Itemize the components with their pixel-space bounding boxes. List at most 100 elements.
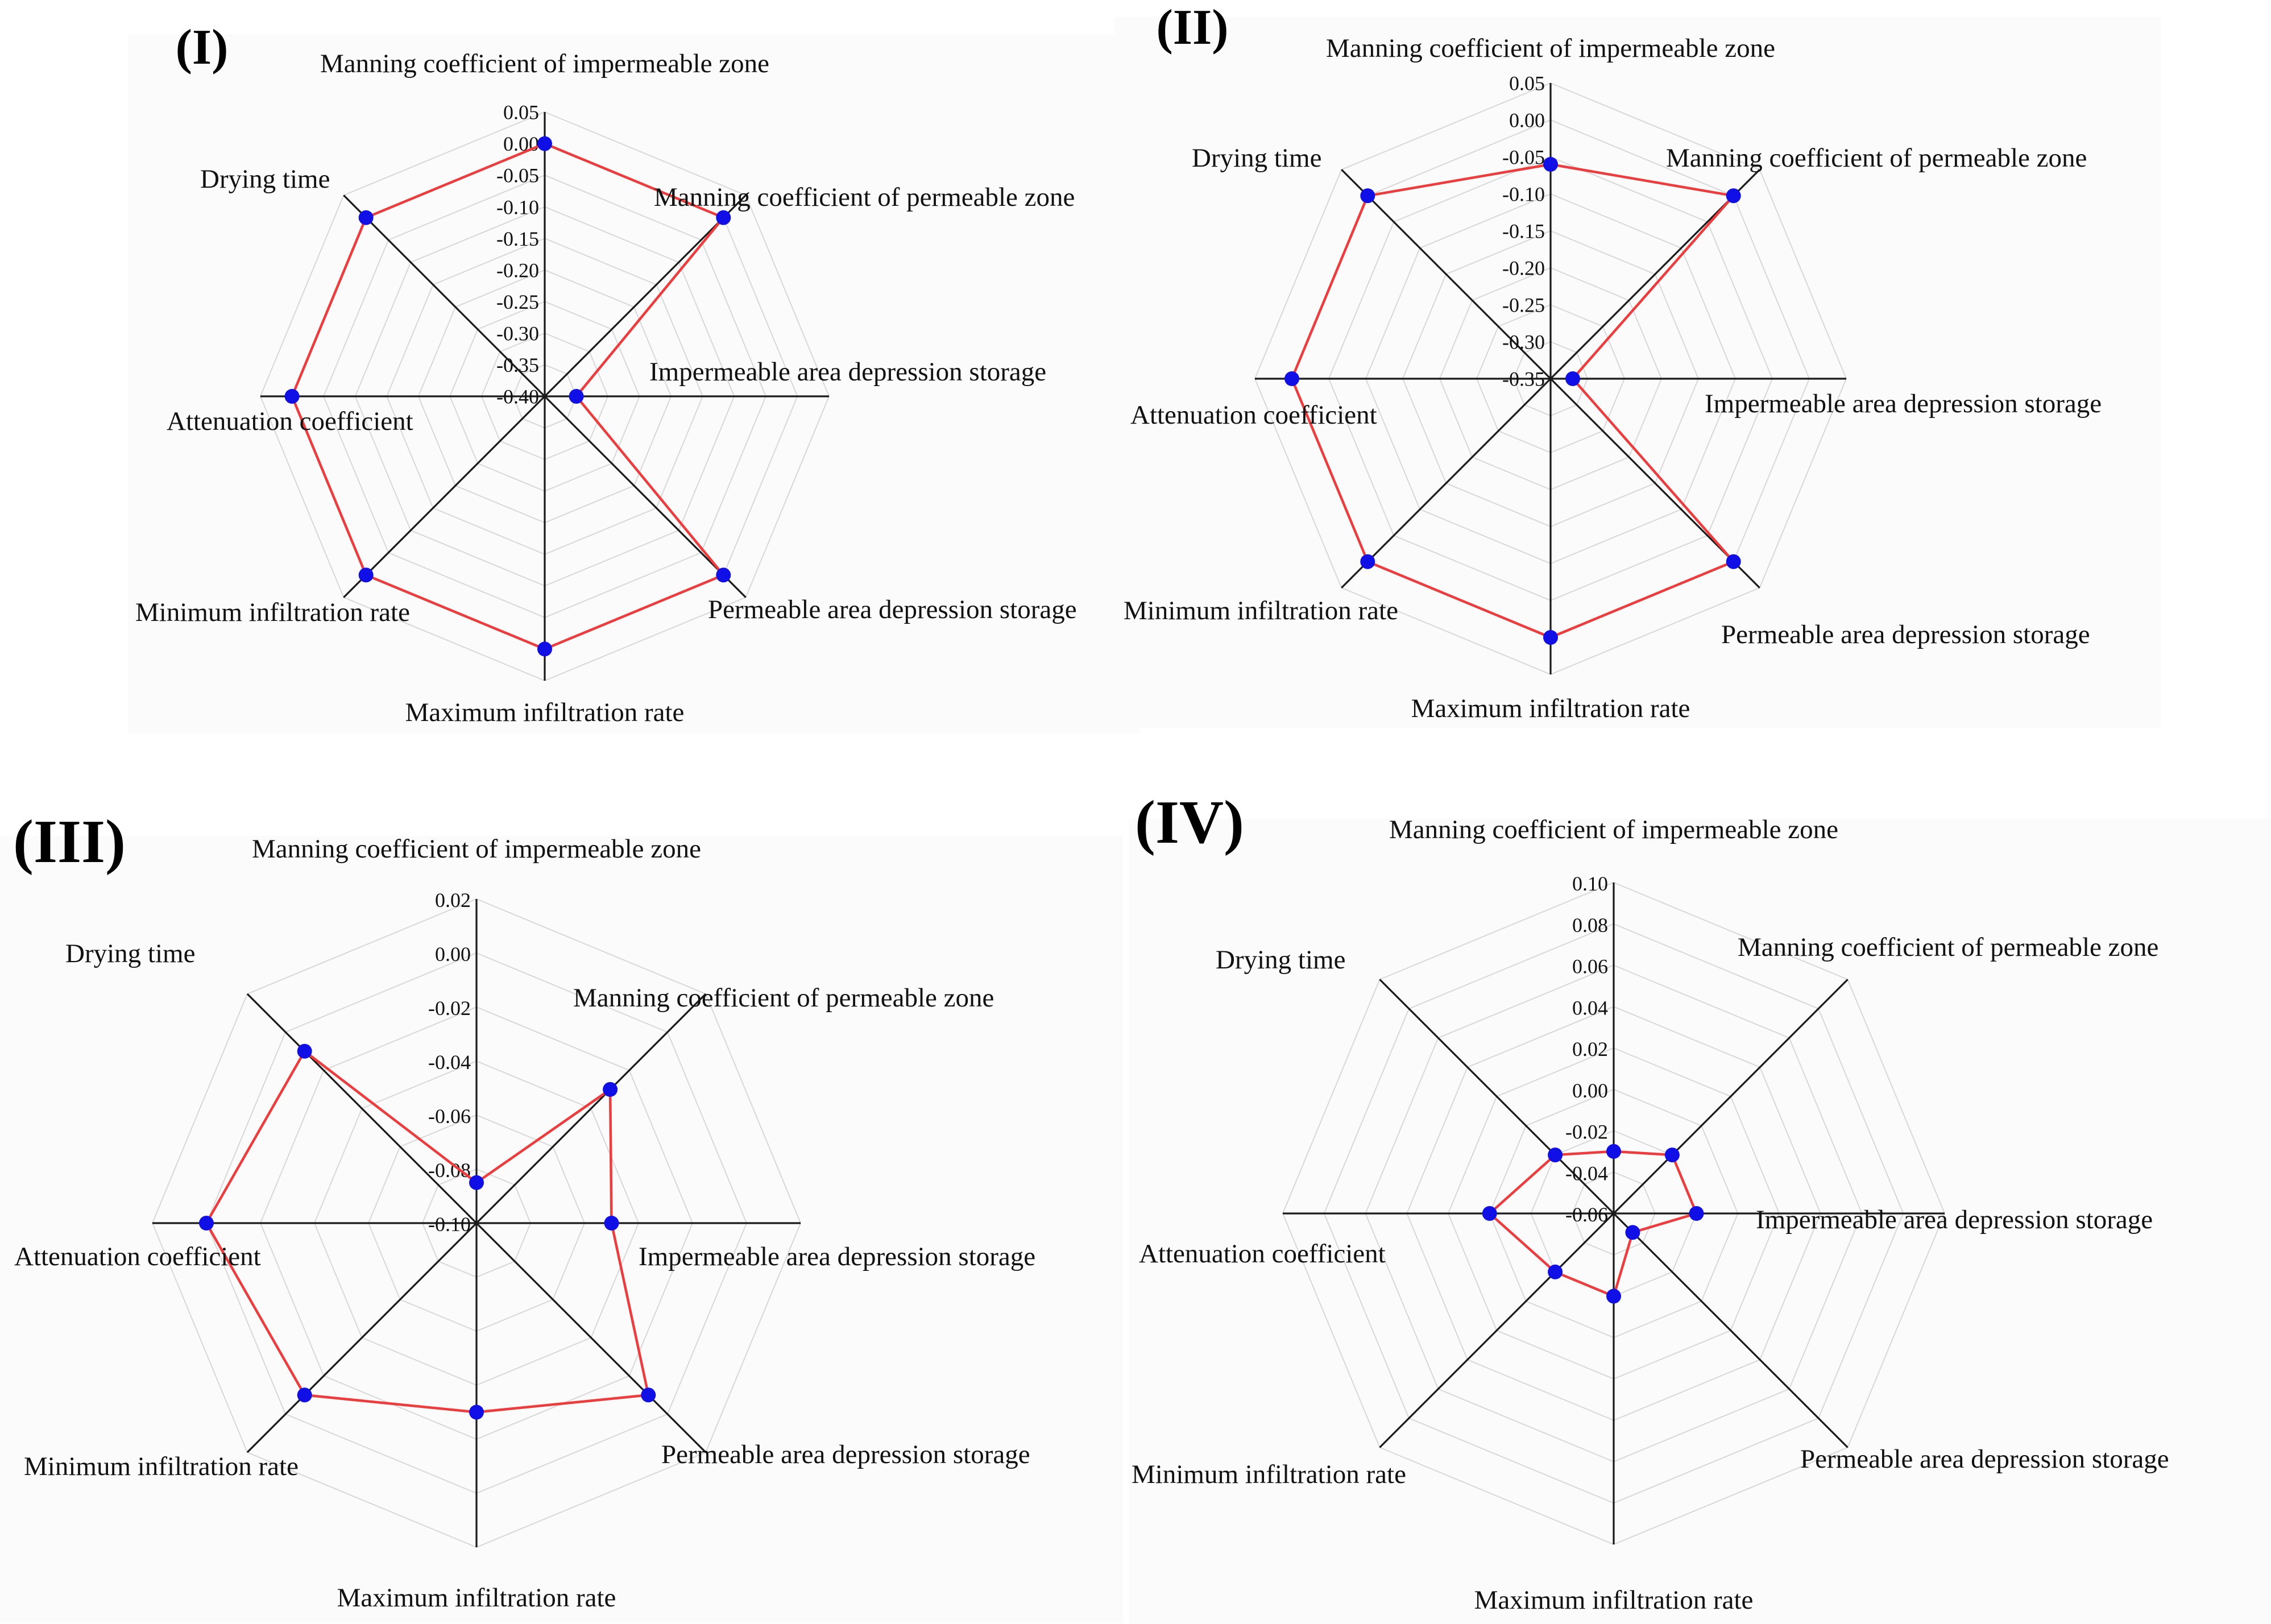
axis-label: Manning coefficient of permeable zone (1666, 143, 2087, 173)
tick-label: -0.15 (1502, 220, 1545, 243)
axis-spoke (1341, 378, 1552, 589)
tick-label: 0.00 (1509, 109, 1545, 132)
tick-label: -0.02 (1565, 1121, 1608, 1144)
data-point (1689, 1206, 1704, 1221)
data-point (604, 1216, 619, 1231)
axis-label: Manning coefficient of permeable zone (654, 183, 1075, 212)
panel-tag: (I) (176, 20, 229, 75)
axis-label: Attenuation coefficient (167, 407, 413, 436)
tick-label: 0.02 (435, 889, 471, 912)
axis-label: Manning coefficient of impermeable zone (1326, 34, 1775, 63)
tick-label: 0.06 (1572, 955, 1608, 978)
tick-label: 0.02 (1572, 1038, 1608, 1060)
axis-label: Attenuation coefficient (14, 1242, 261, 1271)
data-point (1664, 1147, 1680, 1163)
tick-label: 0.00 (435, 943, 471, 966)
axis-label: Minimum infiltration rate (1124, 596, 1398, 625)
axis-spoke (475, 1222, 707, 1453)
axis-label: Permeable area depression storage (661, 1440, 1030, 1469)
tick-label: 0.05 (503, 101, 539, 124)
axis-spoke (544, 395, 747, 598)
tick-label: -0.10 (428, 1213, 471, 1236)
data-point (537, 136, 552, 151)
data-point (641, 1387, 656, 1403)
panel-tag: (II) (1156, 0, 1228, 55)
radar-panel-3: 0.020.00-0.02-0.04-0.06-0.08-0.10Manning… (0, 808, 1123, 1623)
data-point (469, 1405, 484, 1420)
axis-label: Drying time (200, 164, 330, 194)
axis-label: Manning coefficient of impermeable zone (252, 834, 701, 864)
tick-label: 0.00 (503, 132, 539, 155)
data-point (1606, 1144, 1621, 1159)
data-point (716, 567, 731, 583)
panel-background (1129, 819, 2271, 1624)
tick-label: 0.08 (1572, 914, 1608, 937)
data-point (1548, 1264, 1563, 1279)
axis-spoke (246, 993, 478, 1224)
data-point (1284, 371, 1299, 386)
data-point (199, 1216, 214, 1231)
data-point (358, 567, 374, 583)
axis-label: Manning coefficient of impermeable zone (1389, 815, 1838, 844)
axis-spoke (1341, 169, 1552, 380)
tick-label: 0.04 (1572, 996, 1608, 1019)
axis-label: Minimum infiltration rate (1132, 1460, 1406, 1489)
axis-label: Impermeable area depression storage (639, 1242, 1035, 1271)
tick-label: -0.06 (1565, 1203, 1608, 1226)
panel-tag: (IV) (1135, 789, 1244, 856)
radar-panel-2: 0.050.00-0.05-0.10-0.15-0.20-0.25-0.30-0… (1114, 0, 2161, 728)
tick-label: -0.30 (1502, 331, 1545, 354)
tick-label: 0.00 (1572, 1079, 1608, 1102)
axis-label: Minimum infiltration rate (24, 1452, 299, 1481)
axis-label: Attenuation coefficient (1130, 400, 1377, 430)
data-point (537, 641, 552, 657)
panel-background (0, 836, 1123, 1623)
radar-panel-1: 0.050.00-0.05-0.10-0.15-0.20-0.25-0.30-0… (128, 20, 1140, 734)
tick-label: -0.20 (496, 259, 539, 281)
axis-label: Permeable area depression storage (1800, 1444, 2169, 1474)
data-point (1625, 1225, 1640, 1240)
tick-label: -0.10 (1502, 183, 1545, 206)
data-point (1360, 554, 1375, 569)
tick-label: -0.35 (496, 354, 539, 376)
data-point (1360, 188, 1375, 204)
tick-label: -0.30 (496, 322, 539, 345)
axis-label: Permeable area depression storage (1721, 620, 2090, 649)
tick-label: -0.40 (496, 386, 539, 408)
axis-spoke (343, 395, 546, 598)
axis-label: Maximum infiltration rate (337, 1583, 616, 1613)
tick-label: -0.20 (1502, 257, 1545, 280)
data-point (1543, 157, 1558, 172)
panel-tag: (III) (13, 808, 126, 876)
tick-label: 0.10 (1572, 872, 1608, 895)
axis-label: Permeable area depression storage (708, 595, 1077, 624)
axis-spoke (1613, 1212, 1849, 1448)
tick-label: -0.35 (1502, 368, 1545, 391)
axis-label: Maximum infiltration rate (405, 698, 685, 727)
axis-label: Maximum infiltration rate (1411, 694, 1690, 723)
tick-label: -0.04 (1565, 1162, 1608, 1184)
axis-spoke (1379, 979, 1615, 1215)
data-point (1548, 1147, 1563, 1163)
data-point (284, 389, 300, 404)
axis-spoke (1379, 1212, 1615, 1448)
data-point (1565, 371, 1580, 386)
data-point (569, 389, 584, 404)
data-point (297, 1043, 312, 1059)
tick-label: -0.10 (496, 196, 539, 218)
tick-label: -0.15 (496, 227, 539, 250)
axis-spoke (343, 194, 546, 397)
data-point (1606, 1289, 1621, 1304)
axis-label: Manning coefficient of impermeable zone (320, 49, 769, 78)
radar-panel-4: 0.100.080.060.040.020.00-0.02-0.04-0.06M… (1129, 789, 2271, 1624)
data-point (1543, 630, 1558, 645)
axis-label: Drying time (65, 939, 195, 968)
axis-label: Drying time (1192, 143, 1321, 173)
data-point (603, 1082, 618, 1097)
data-point (1726, 188, 1741, 204)
tick-label: -0.05 (496, 164, 539, 187)
tick-label: -0.02 (428, 997, 471, 1020)
tick-label: -0.05 (1502, 146, 1545, 169)
axis-spoke (475, 993, 707, 1224)
